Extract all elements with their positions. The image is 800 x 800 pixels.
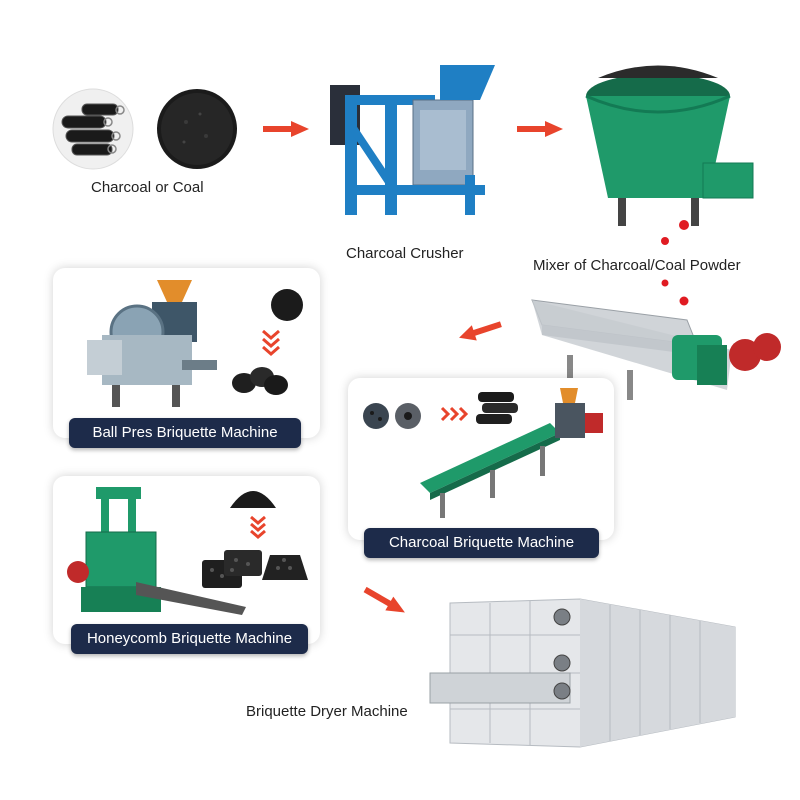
mixer-machine-image (585, 65, 754, 226)
coal-powder-pile-image (230, 491, 276, 508)
charcoal-sticks-image (52, 88, 134, 170)
arrow-down-right-icon (363, 586, 405, 613)
ball-briquettes-image (232, 367, 288, 395)
chevron-right-icon (440, 406, 469, 422)
honeycomb-label: Honeycomb Briquette Machine (71, 624, 308, 654)
screw-conveyor-image (531, 299, 781, 400)
chevron-down-icon (262, 329, 280, 356)
coal-powder-image (157, 89, 237, 169)
charcoal-logs-image (476, 392, 518, 424)
arrow-right-icon (517, 121, 563, 137)
arrow-left-icon (459, 321, 502, 341)
chevron-down-icon (250, 515, 266, 539)
raw-material-label: Charcoal or Coal (91, 179, 204, 196)
honeycomb-machine-image (67, 487, 246, 615)
ball-press-label: Ball Pres Briquette Machine (69, 418, 301, 448)
charcoal-briquette-label: Charcoal Briquette Machine (364, 528, 599, 558)
dryer-label: Briquette Dryer Machine (246, 703, 408, 720)
conveyor-extruder-image (420, 388, 603, 518)
charcoal-pellets-image (363, 403, 421, 429)
dryer-machine-image (429, 598, 736, 748)
ball-press-machine-image (87, 280, 217, 407)
mixer-label: Mixer of Charcoal/Coal Powder (533, 257, 741, 274)
crusher-label: Charcoal Crusher (346, 245, 464, 262)
honeycomb-briquettes-image (202, 550, 308, 588)
arrow-right-icon (263, 121, 309, 137)
coal-powder-small-image (271, 289, 303, 321)
crusher-machine-image (330, 65, 495, 215)
flow-dots (661, 220, 689, 306)
